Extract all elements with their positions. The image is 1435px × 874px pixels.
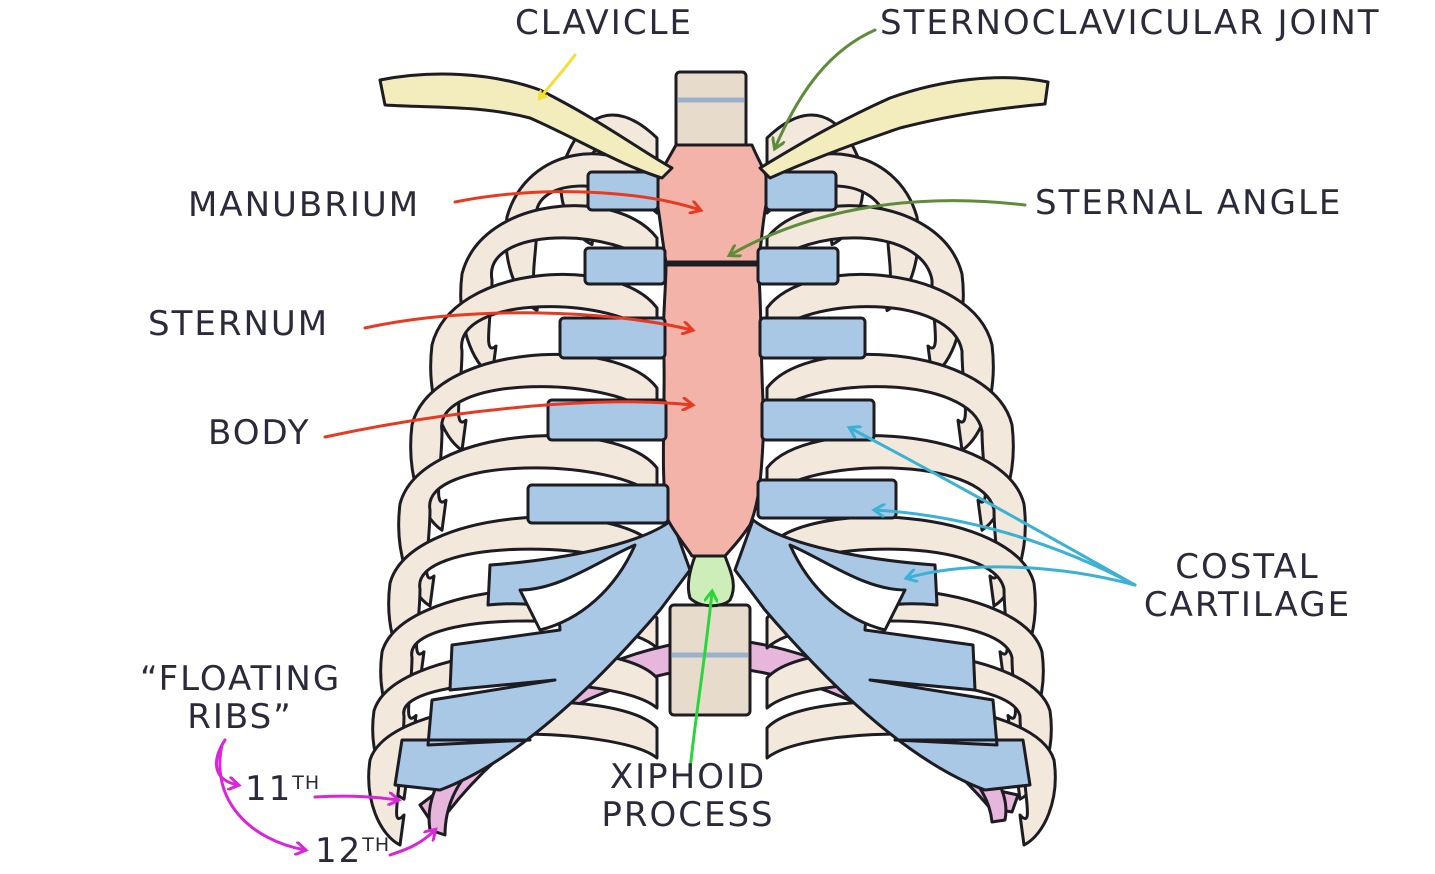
label-rib-12-number: 12 — [315, 831, 363, 871]
label-clavicle: CLAVICLE — [515, 3, 693, 43]
xiphoid-process-arrow — [688, 592, 712, 772]
costal-cartilage-arrow-3 — [907, 565, 1137, 587]
sternum-shape — [653, 143, 770, 608]
costal-cartilage-block-5 — [558, 316, 667, 360]
costal-cartilage-block-6 — [758, 316, 867, 360]
label-sternum: STERNUM — [148, 304, 330, 344]
label-xiphoid-process-line-2: PROCESS — [601, 795, 775, 835]
label-floating-ribs: “FLOATING RIBS” — [140, 660, 340, 736]
label-floating-ribs-line-1: “FLOATING — [140, 659, 342, 699]
label-rib-11-suffix: TH — [292, 772, 321, 794]
left-rib-6 — [397, 434, 659, 608]
label-xiphoid-process-line-1: XIPHOID — [609, 757, 767, 797]
floating-rib-11-arrow-out — [313, 796, 398, 800]
label-rib-12-suffix: TH — [362, 834, 391, 856]
label-costal-cartilage: COSTAL CARTILAGE — [1130, 548, 1365, 624]
manubrium-arrow — [453, 190, 700, 210]
costal-cartilage-block-9 — [526, 483, 670, 525]
upper-costal-cartilage — [526, 170, 898, 525]
label-costal-cartilage-line-2: CARTILAGE — [1143, 585, 1352, 625]
floating-rib-12-arrow-in — [218, 743, 305, 850]
costal-cartilage-arrow-1 — [850, 428, 1137, 587]
annotation-arrows — [215, 28, 1137, 857]
label-rib-11: 11TH — [245, 770, 320, 808]
xiphoid-process-shape — [686, 554, 735, 608]
right-clavicle-shape — [758, 76, 1050, 180]
sternal-angle-arrow — [730, 199, 1027, 255]
left-clavicle-shape — [378, 72, 674, 180]
sternum-body-shape — [661, 263, 766, 558]
lower-costal-cartilage — [393, 518, 1032, 792]
label-sternal-angle: STERNAL ANGLE — [1035, 183, 1343, 223]
label-floating-ribs-line-2: RIBS” — [187, 697, 293, 737]
costal-cartilage-block-10 — [756, 478, 898, 520]
costal-cartilage-block-3 — [583, 246, 667, 286]
sternoclavicular-joint-arrow — [775, 28, 877, 148]
label-body: BODY — [208, 413, 311, 453]
label-xiphoid-process: XIPHOID PROCESS — [598, 758, 778, 834]
costal-cartilage-block-4 — [756, 246, 840, 286]
label-manubrium: MANUBRIUM — [188, 185, 421, 225]
sternum-arrow — [363, 311, 692, 330]
right-rib-6 — [765, 434, 1027, 608]
costal-cartilage-block-1 — [586, 170, 660, 212]
costal-cartilage-block-8 — [760, 398, 876, 442]
label-rib-11-number: 11 — [245, 769, 293, 809]
clavicles — [378, 72, 1050, 180]
costal-cartilage-block-7 — [546, 398, 668, 442]
label-rib-12: 12TH — [315, 832, 390, 870]
right-rib-5 — [765, 352, 1015, 532]
left-rib-5 — [409, 352, 659, 532]
floating-rib-12-arrow-out — [388, 830, 435, 857]
body-arrow — [323, 402, 692, 439]
label-sternoclavicular-joint: STERNOCLAVICULAR JOINT — [880, 3, 1381, 43]
costal-cartilage-arrow-2 — [875, 510, 1137, 587]
label-costal-cartilage-line-1: COSTAL — [1175, 547, 1320, 587]
costal-cartilage-block-2 — [764, 170, 838, 212]
right-rib-2 — [765, 152, 920, 312]
clavicle-arrow — [540, 53, 577, 98]
